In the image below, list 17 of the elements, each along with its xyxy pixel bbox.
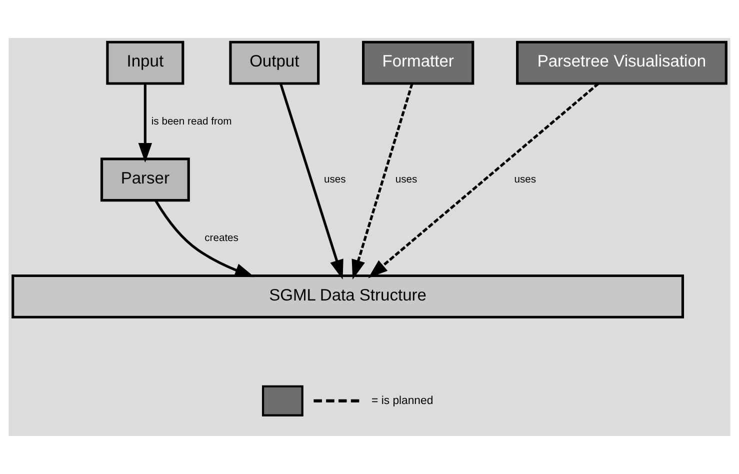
edge-label: creates [204,233,238,244]
node-box: Formatter [362,40,474,85]
arrow [368,82,600,278]
node-box: Parsetree Visualisation [516,40,728,85]
arrow [352,83,414,280]
node-box: Parser [100,158,190,202]
arrow [138,84,152,163]
edge-label: is been read from [151,116,232,128]
edge-label: uses [324,174,346,186]
arrow [154,200,255,278]
edge-label: uses [514,174,536,186]
edge-label: uses [395,174,418,186]
node-box: SGML Data Structure [12,274,684,318]
node-box: Input [106,40,184,85]
legend-label: = is planned [372,394,434,407]
node-box: Output [229,40,320,85]
arrow [279,83,344,280]
